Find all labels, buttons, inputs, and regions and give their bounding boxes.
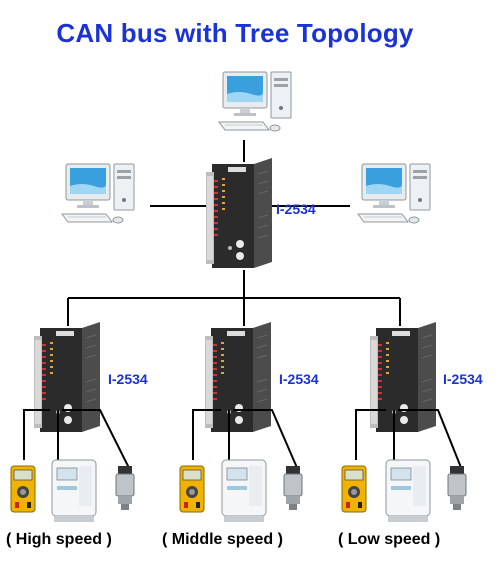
root-i-2534-module-icon	[205, 157, 273, 269]
leaf-i-2534-module-icon	[33, 321, 101, 433]
power-supply-icon	[51, 459, 97, 523]
leaf-device-label: I-2534	[443, 371, 483, 387]
pc-links	[150, 140, 350, 207]
multimeter-icon	[341, 465, 367, 513]
multimeter-icon	[179, 465, 205, 513]
pc-top-icon	[218, 71, 292, 132]
diagram-title: CAN bus with Tree Topology	[56, 18, 414, 48]
speed-label-low: ( Low speed )	[338, 531, 441, 548]
speed-label-middle: ( Middle speed )	[162, 531, 283, 548]
leaf-device-label: I-2534	[108, 371, 148, 387]
pc-left-icon	[61, 163, 135, 224]
pressure-sensor-icon	[283, 465, 303, 511]
pressure-sensor-icon	[447, 465, 467, 511]
multimeter-icon	[10, 465, 36, 513]
can-bus-tree	[67, 270, 401, 326]
leaf-i-2534-module-icon	[204, 321, 272, 433]
leaf-wiring	[23, 409, 463, 471]
power-supply-icon	[385, 459, 431, 523]
root-device-label: I-2534	[276, 201, 316, 217]
leaf-i-2534-module-icon	[369, 321, 437, 433]
speed-label-high: ( High speed )	[6, 531, 112, 548]
pressure-sensor-icon	[115, 465, 135, 511]
pc-right-icon	[357, 163, 431, 224]
power-supply-icon	[221, 459, 267, 523]
leaf-device-label: I-2534	[279, 371, 319, 387]
